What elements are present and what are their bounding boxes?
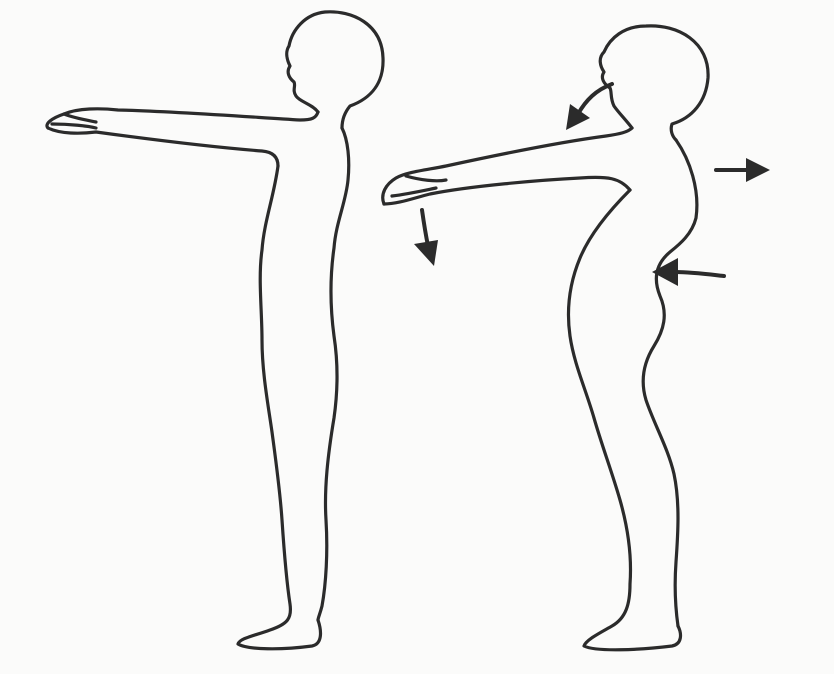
- upper-back-backward-arrow: [716, 158, 770, 182]
- head-forward-arrow: [566, 84, 612, 130]
- upright-head: [287, 12, 383, 128]
- head-forward-arrow-head: [566, 104, 590, 130]
- head-forward-arrow-shaft: [578, 84, 612, 114]
- upright-back-body: [318, 128, 349, 620]
- upright-front-body: [238, 166, 320, 649]
- compensated-back-body: [643, 140, 697, 626]
- arms-drop-arrow-shaft: [422, 210, 428, 246]
- arms-drop-arrow-head: [414, 240, 438, 266]
- arms-drop-arrow: [414, 210, 438, 266]
- upright-posture-figure: [47, 12, 383, 649]
- lumbar-arrow-shaft: [676, 272, 724, 276]
- upper-back-arrow-head: [746, 158, 770, 182]
- upright-arm-bottom: [48, 128, 278, 166]
- compensated-posture-figure: [383, 26, 708, 650]
- compensated-head: [600, 26, 708, 140]
